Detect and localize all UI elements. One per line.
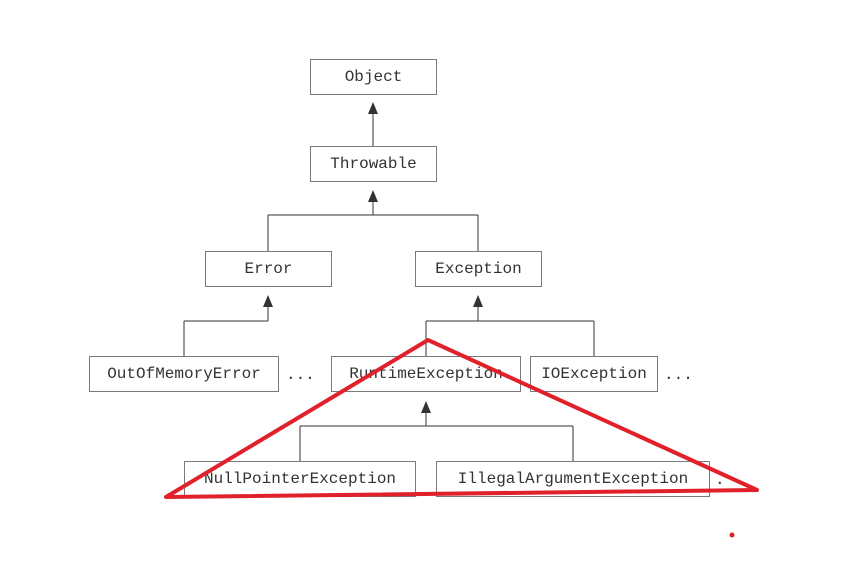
ellipsis-after-illegal-argument-exception: . [715, 471, 725, 489]
ellipsis-after-out-of-memory-error: ... [286, 366, 315, 384]
arrowhead-error [263, 295, 273, 307]
arrowhead-object [368, 102, 378, 114]
node-throwable: Throwable [310, 146, 437, 182]
arrowhead-exception [473, 295, 483, 307]
node-object: Object [310, 59, 437, 95]
node-illegal-argument-exception: IllegalArgumentException [436, 461, 710, 497]
node-error: Error [205, 251, 332, 287]
node-out-of-memory-error: OutOfMemoryError [89, 356, 279, 392]
arrowhead-runtime-exception [421, 401, 431, 413]
node-runtime-exception: RuntimeException [331, 356, 521, 392]
node-io-exception: IOException [530, 356, 658, 392]
ellipsis-after-io-exception: ... [664, 366, 693, 384]
annotation-triangle [164, 338, 759, 499]
annotation-red-dot [729, 532, 735, 538]
node-exception: Exception [415, 251, 542, 287]
arrowhead-throwable [368, 190, 378, 202]
